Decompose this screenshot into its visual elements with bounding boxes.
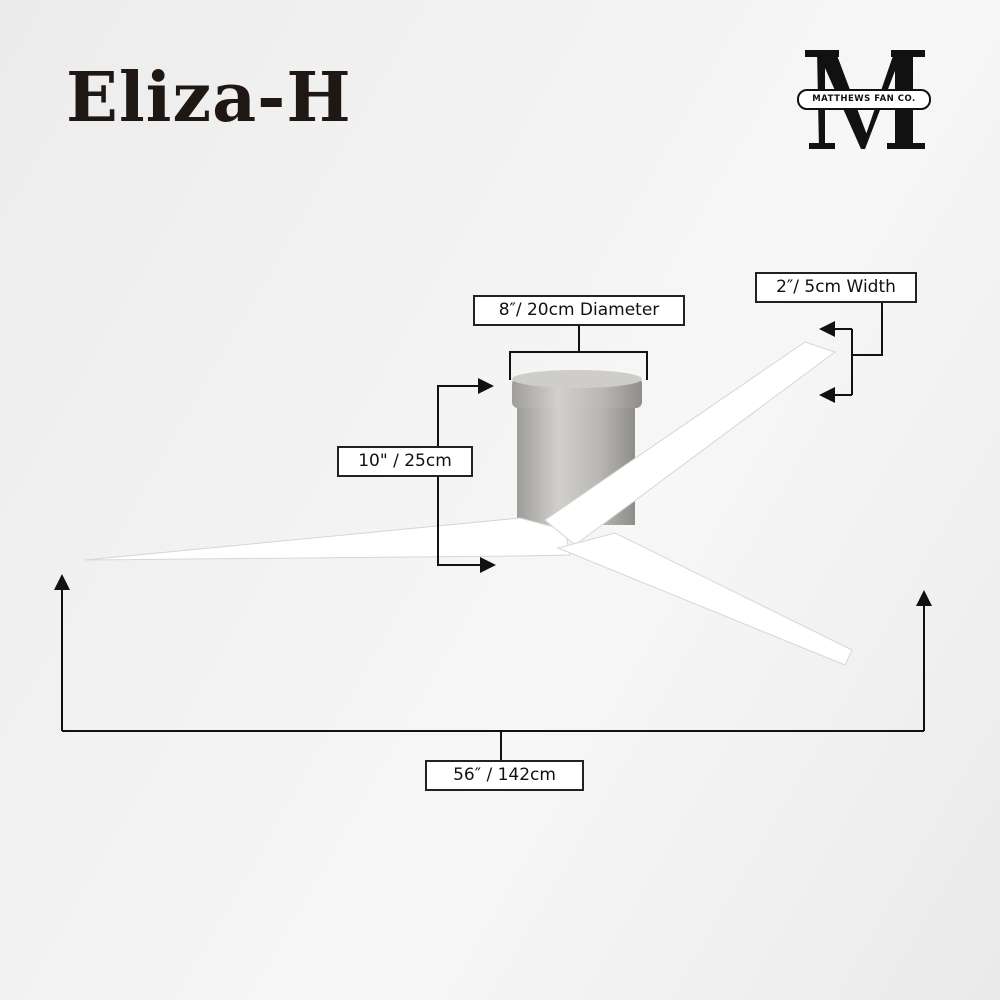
product-title: Eliza-H <box>66 58 352 138</box>
span-line <box>62 730 924 760</box>
blade-left <box>84 517 571 561</box>
diameter-label: 8″/ 20cm Diameter <box>473 295 685 326</box>
blade-right-top <box>544 341 837 546</box>
span-label: 56″ / 142cm <box>425 760 584 791</box>
brand-logo: MATTHEWS FAN CO. <box>795 45 935 155</box>
width-label: 2″/ 5cm Width <box>755 272 917 303</box>
blade-right-bottom <box>556 532 853 666</box>
diameter-bracket <box>509 326 648 380</box>
height-arrow-bottom <box>437 477 496 573</box>
logo-text: MATTHEWS FAN CO. <box>797 89 931 110</box>
width-bracket <box>851 303 883 395</box>
height-arrow-top <box>437 378 494 446</box>
fan-blades <box>84 341 853 666</box>
height-label: 10" / 25cm <box>337 446 473 477</box>
